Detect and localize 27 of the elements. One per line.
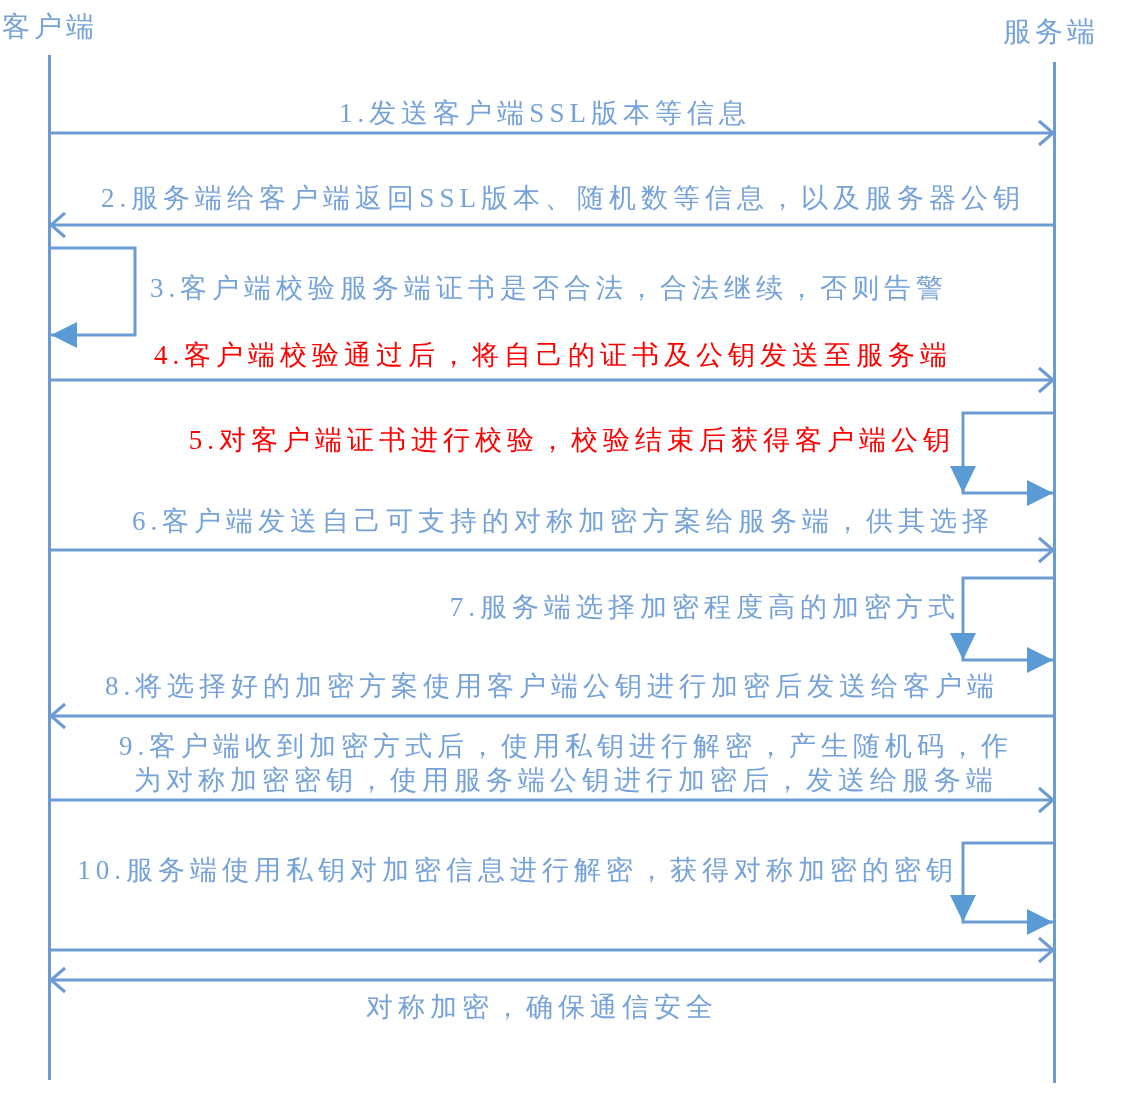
message-arrow [51, 366, 1055, 394]
message-arrow [51, 786, 1055, 814]
message-arrow [51, 536, 1055, 564]
message-label: 7.服务端选择加密程度高的加密方式 [449, 591, 960, 624]
message-arrow [49, 966, 1053, 994]
self-message-arrow [51, 246, 137, 348]
message-label: 6.客户端发送自己可支持的对称加密方案给服务端，供其选择 [131, 505, 995, 538]
lifeline-title: 客户端 [2, 10, 98, 44]
message-label: 1.发送客户端SSL版本等信息 [339, 97, 751, 130]
message-label: 9.客户端收到加密方式后，使用私钥进行解密，产生随机码，作为对称加密密钥，使用服务端公钥进行加密后，发送给服务端 [117, 730, 1015, 797]
message-arrow [49, 702, 1053, 730]
message-label: 5.对客户端证书进行校验，校验结束后获得客户端公钥 [188, 424, 955, 457]
message-label: 10.服务端使用私钥对加密信息进行解密，获得对称加密的密钥 [77, 854, 958, 887]
self-message-arrow [950, 411, 1053, 506]
message-label: 3.客户端校验服务端证书是否合法，合法继续，否则告警 [150, 272, 949, 305]
message-arrow [51, 119, 1055, 147]
message-arrow [51, 936, 1055, 964]
message-label: 对称加密，确保通信安全 [366, 991, 718, 1024]
message-label: 2.服务端给客户端返回SSL版本、随机数等信息，以及服务器公钥 [101, 182, 1025, 215]
self-message-arrow [950, 841, 1053, 935]
message-label: 8.将选择好的加密方案使用客户端公钥进行加密后发送给客户端 [104, 670, 1000, 703]
message-label: 4.客户端校验通过后，将自己的证书及公钥发送至服务端 [153, 339, 953, 372]
lifeline [48, 55, 51, 1080]
self-message-arrow [950, 576, 1053, 673]
lifeline [1053, 62, 1056, 1083]
message-arrow [49, 211, 1053, 239]
lifeline-title: 服务端 [1003, 15, 1099, 49]
